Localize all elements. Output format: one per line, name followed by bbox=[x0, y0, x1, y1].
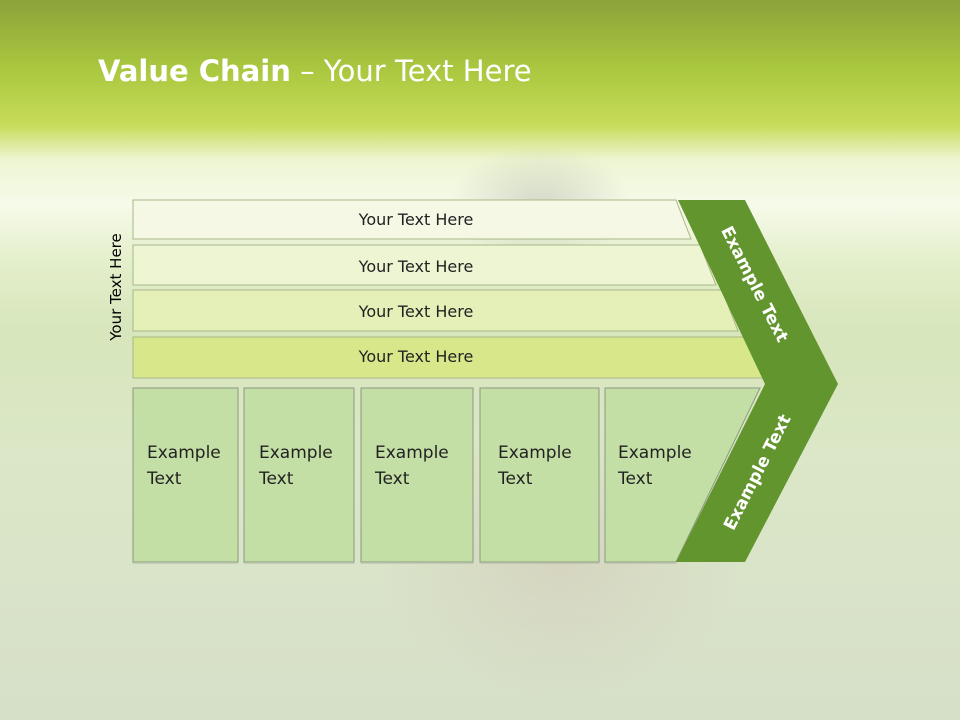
box-2-label-reflection: ExampleText bbox=[258, 637, 333, 683]
row-1-label: Your Text Here bbox=[358, 210, 474, 229]
row-4-label: Your Text Here bbox=[358, 347, 474, 366]
chevron-arrow bbox=[676, 200, 838, 562]
box-1-line2: Text bbox=[146, 469, 182, 489]
box-2-line2: Text bbox=[258, 469, 294, 489]
chevron-reflection bbox=[676, 564, 790, 651]
box-5-label-reflection: ExampleText bbox=[617, 637, 692, 683]
box-5-line2: Text bbox=[617, 469, 653, 489]
row-2-label: Your Text Here bbox=[358, 257, 474, 276]
box-2 bbox=[243, 387, 355, 563]
box-4-label-reflection: ExampleText bbox=[497, 637, 572, 683]
box-4 bbox=[479, 387, 600, 563]
row-1-shape bbox=[132, 199, 692, 240]
box-3-reflection bbox=[360, 563, 474, 720]
title-bold: Value Chain bbox=[98, 54, 291, 88]
box-3-line2: Text bbox=[374, 469, 410, 489]
box-4-line1: Example bbox=[498, 443, 572, 463]
box-5-line1: Example bbox=[618, 443, 692, 463]
box-2-reflection bbox=[243, 563, 355, 720]
box-4-reflection bbox=[479, 563, 600, 720]
box-1-reflection bbox=[132, 563, 239, 720]
box-1 bbox=[132, 387, 239, 563]
reflection: ExampleText ExampleText ExampleText Exam… bbox=[132, 563, 790, 720]
box-4-line2: Text bbox=[497, 469, 533, 489]
row-3-shape bbox=[132, 289, 739, 332]
slide-title: Value Chain – Your Text Here bbox=[98, 54, 532, 88]
rows-group: Your Text Here Your Text Here Your Text … bbox=[132, 199, 764, 379]
box-1-line1: Example bbox=[147, 443, 221, 463]
title-rest: – Your Text Here bbox=[290, 54, 532, 88]
box-3 bbox=[360, 387, 474, 563]
box-3-line1: Example bbox=[375, 443, 449, 463]
box-1-label-reflection: ExampleText bbox=[146, 637, 221, 683]
row-2-shape bbox=[132, 244, 717, 286]
row-3-label: Your Text Here bbox=[358, 302, 474, 321]
box-3-label-reflection: ExampleText bbox=[374, 637, 449, 683]
box-2-line1: Example bbox=[259, 443, 333, 463]
